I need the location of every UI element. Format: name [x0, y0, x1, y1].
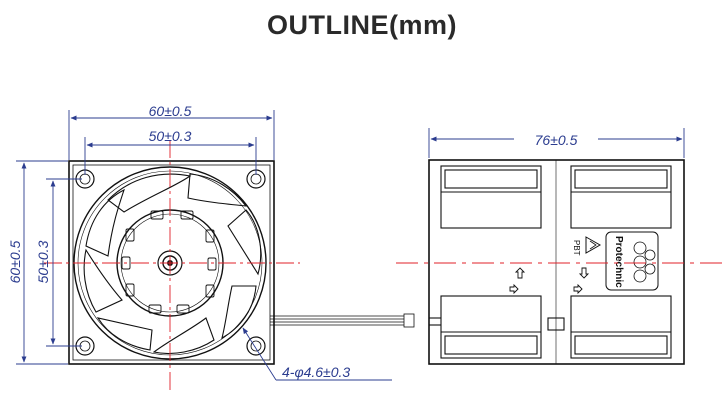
dim-front-width-holes-label: 50±0.3 [149, 128, 192, 144]
dim-front-height-holes-label: 50±0.3 [35, 240, 51, 283]
side-top-flanges [440, 165, 672, 229]
dim-front-height-outer [16, 160, 68, 365]
airflow-arrows [509, 267, 590, 295]
dim-front-width-outer [68, 110, 275, 160]
dim-front-height-holes [46, 178, 82, 347]
mount-hole-bottom-right [246, 336, 266, 356]
lead-wires [270, 313, 415, 328]
brand-name-label: Protechnic [613, 236, 624, 288]
front-frame-inner [72, 164, 271, 361]
side-view: PBT Protechnic 76±0.5 [396, 128, 722, 365]
product-label: PBT Protechnic [572, 231, 659, 291]
airflow-left-arrow-2 [573, 283, 583, 295]
front-view: 60±0.5 50±0.3 60±0.5 50±0.3 4-φ4.6±0.3 [7, 103, 415, 392]
airflow-up-arrow-1 [514, 267, 526, 279]
recycle-icon [585, 236, 602, 254]
front-centerlines [44, 140, 300, 392]
hub-slots [121, 210, 217, 314]
front-frame-outline [68, 160, 275, 365]
recycle-mark-label: PBT [572, 240, 581, 256]
side-body-outline [428, 159, 685, 365]
fan-blades [83, 173, 262, 355]
dim-front-width-holes [84, 137, 257, 175]
brand-logo-icon [633, 241, 656, 283]
brand-badge [605, 231, 659, 291]
dim-front-width-outer-label: 60±0.5 [149, 103, 192, 119]
diagram-title: OUTLINE(mm) [267, 10, 457, 40]
airflow-left-arrow-1 [509, 283, 519, 295]
airflow-down-arrow-2 [578, 267, 590, 279]
dim-front-height-outer-label: 60±0.5 [7, 240, 23, 283]
mount-hole-leader [242, 327, 392, 381]
side-bottom-flanges [429, 295, 672, 359]
dim-side-depth-label: 76±0.5 [535, 132, 578, 148]
mount-hole-label: 4-φ4.6±0.3 [282, 364, 350, 380]
